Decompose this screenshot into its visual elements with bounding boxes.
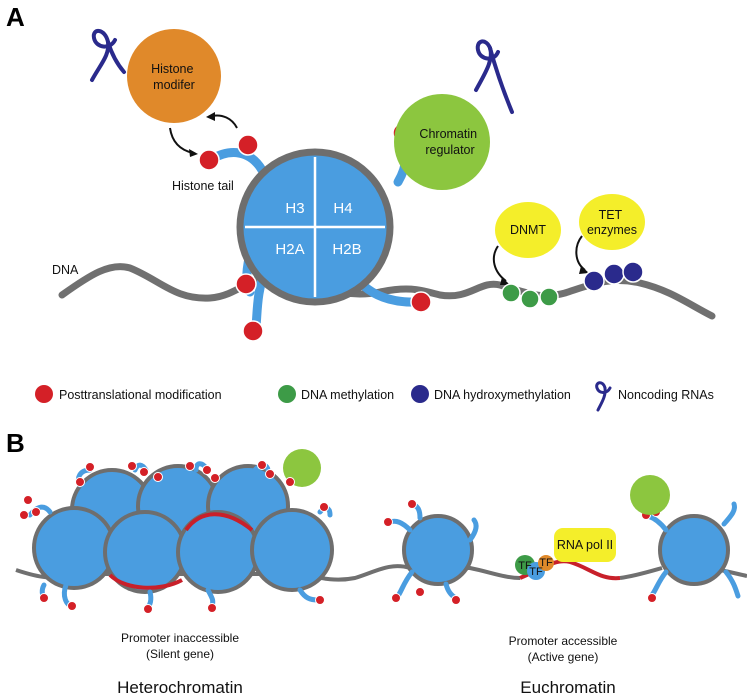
tf-label: TF xyxy=(529,566,543,578)
hetero-caption-1: Promoter inaccessible xyxy=(121,631,239,645)
legend-ptm: Posttranslational modification xyxy=(59,388,222,402)
chromatin-regulator-label: Chromatin regulator xyxy=(419,127,480,157)
histone-h4: H4 xyxy=(333,200,352,217)
histone-modifier xyxy=(127,29,221,123)
euchromatin-nucleosome xyxy=(402,514,474,586)
ncrna-icon xyxy=(474,39,514,114)
tf-label: TF xyxy=(518,560,532,572)
legend-ncrna: Noncoding RNAs xyxy=(618,388,714,402)
eu-ptm-marks xyxy=(383,499,461,605)
panel-a-letter: A xyxy=(6,2,25,32)
tf-orange xyxy=(538,555,554,571)
panel-b-letter: B xyxy=(6,428,25,458)
ncrna-icon xyxy=(90,29,126,82)
dna-label: DNA xyxy=(52,263,79,277)
tf-label: TF xyxy=(539,557,553,569)
euchromatin-label: Euchromatin xyxy=(520,678,615,697)
tet-enzyme xyxy=(579,194,645,250)
eu-caption-1: Promoter accessible xyxy=(509,634,618,648)
heterochromatin-label: Heterochromatin xyxy=(117,678,243,697)
dnmt-enzyme xyxy=(495,202,561,258)
rna-pol-label: RNA pol II xyxy=(557,538,613,552)
rna-polymerase xyxy=(554,528,616,562)
silent-promoter xyxy=(108,573,183,590)
legend-ncrna-icon xyxy=(595,381,612,412)
histone-h2a: H2A xyxy=(275,241,304,258)
legend-hydroxymethylation: DNA hydroxymethylation xyxy=(434,388,571,402)
legend-methylation: DNA methylation xyxy=(301,388,394,402)
tet-label: TET enzymes xyxy=(587,208,637,237)
hydroxymethylation-marks xyxy=(583,261,644,292)
methylation-marks xyxy=(501,283,559,309)
legend: Posttranslational modification DNA methy… xyxy=(35,381,714,412)
silent-promoter xyxy=(184,512,254,532)
eu-regulator xyxy=(630,475,670,515)
histone-modifier-label: Histone modifer xyxy=(151,62,197,92)
hetero-caption-2: (Silent gene) xyxy=(146,647,214,661)
chromatin-regulator xyxy=(394,94,490,190)
euchromatin-nucleosome xyxy=(658,514,730,586)
histone-tail-label: Histone tail xyxy=(172,179,234,193)
hetero-regulator xyxy=(283,449,321,487)
histone-h3: H3 xyxy=(285,200,304,217)
histone-h2b: H2B xyxy=(332,241,361,258)
heterochromatin-cluster xyxy=(32,464,334,594)
eu-caption-2: (Active gene) xyxy=(528,650,599,664)
dnmt-label: DNMT xyxy=(510,223,546,237)
